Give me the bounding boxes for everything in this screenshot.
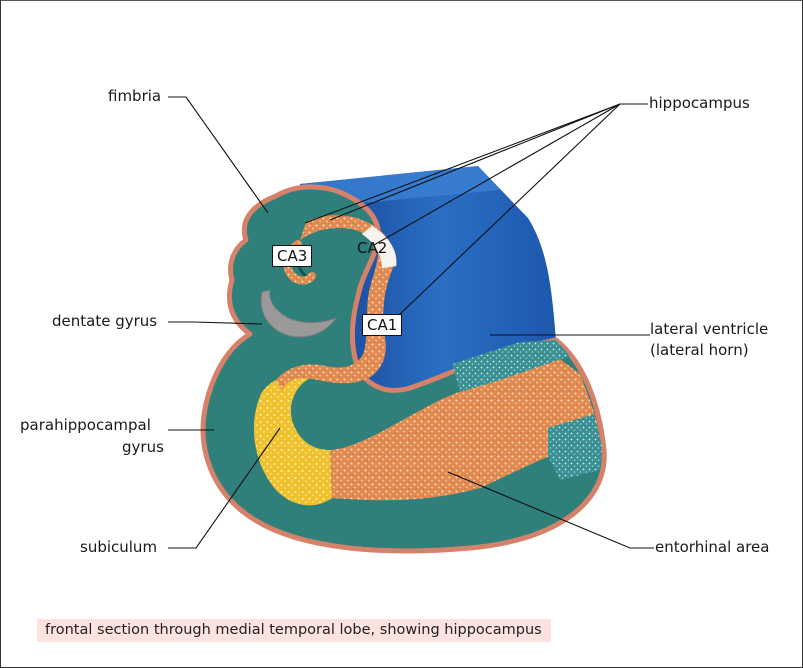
ca3-label: CA3	[272, 245, 312, 267]
fimbria-label: fimbria	[108, 87, 161, 105]
fimbria-leader	[168, 97, 268, 213]
hippocampus-label: hippocampus	[649, 94, 750, 112]
figure-caption: frontal section through medial temporal …	[37, 619, 551, 642]
ca2-label: CA2	[357, 239, 387, 257]
parahippocampal-label: parahippocampal	[20, 416, 151, 434]
parahippocampal-gyrus-label: gyrus	[122, 438, 164, 456]
dentate-gyrus-label: dentate gyrus	[52, 312, 157, 330]
subiculum-label: subiculum	[80, 538, 157, 556]
lateral-ventricle-label: lateral ventricle	[650, 320, 768, 338]
entorhinal-area-label: entorhinal area	[655, 538, 769, 556]
ca1-label: CA1	[362, 314, 402, 336]
lateral-horn-label: (lateral horn)	[650, 341, 749, 359]
